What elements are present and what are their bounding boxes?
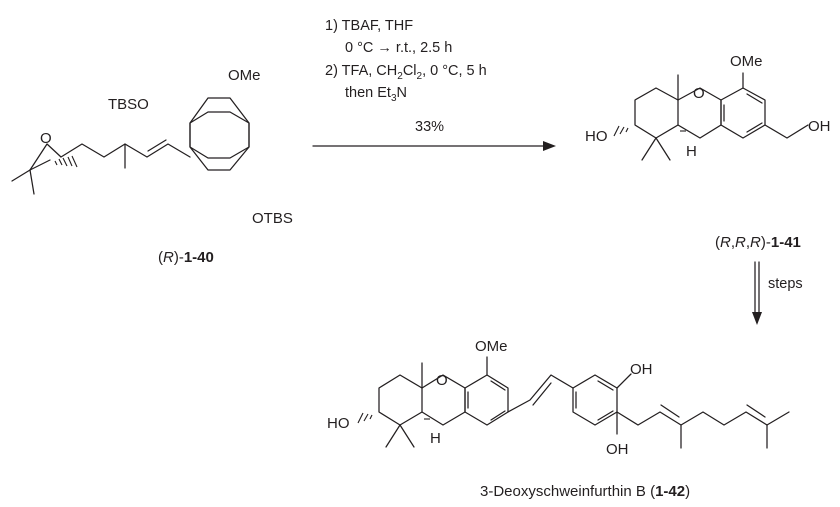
resorcinol-ring bbox=[572, 373, 632, 435]
hashed-stereo-bonds bbox=[357, 412, 430, 424]
oh-bottom-label: OH bbox=[606, 441, 629, 458]
reaction-yield: 33% bbox=[415, 119, 444, 135]
condition-step3: then Et3N bbox=[345, 85, 407, 104]
hashed-stereo-bond bbox=[54, 155, 78, 168]
h-label: H bbox=[430, 430, 441, 447]
tbso-label: TBSO bbox=[108, 96, 149, 113]
compound-label-1-41: (R,R,R)-1-41 bbox=[715, 234, 801, 251]
reaction-arrow-2 bbox=[752, 261, 762, 325]
ring-o-label: O bbox=[693, 85, 705, 102]
aromatic-ring bbox=[189, 97, 250, 171]
tricyclic-core bbox=[634, 72, 809, 161]
tricyclic-core bbox=[378, 356, 509, 448]
ome-label: OMe bbox=[730, 53, 763, 70]
compound-label-1-40: (R)-1-40 bbox=[158, 249, 214, 266]
reaction-arrow-1 bbox=[312, 141, 556, 151]
prenyl-chain bbox=[60, 139, 191, 169]
otbs-label: OTBS bbox=[252, 210, 293, 227]
steps-label: steps bbox=[768, 276, 803, 292]
geranyl-chain bbox=[616, 404, 790, 449]
ome-label: OMe bbox=[228, 67, 261, 84]
epoxide-o-label: O bbox=[40, 130, 52, 147]
h-label: H bbox=[686, 143, 697, 160]
condition-step2: 2) TFA, CH2Cl2, 0 °C, 5 h bbox=[325, 63, 487, 82]
epoxide-ring bbox=[11, 143, 62, 195]
reaction-conditions: 1) TBAF, THF 0 °C → r.t., 2.5 h 2) TFA, … bbox=[325, 18, 487, 135]
condition-step1-temp: 0 °C → r.t., 2.5 h bbox=[345, 40, 452, 56]
ring-o-label: O bbox=[436, 372, 448, 389]
compound-1-41: OMe O HO OH H (R,R,R)-1-41 bbox=[585, 53, 831, 251]
ho-label: HO bbox=[327, 415, 350, 432]
hashed-stereo-bonds bbox=[613, 125, 686, 137]
compound-1-40: OMe TBSO OTBS O (R)-1-40 bbox=[11, 67, 293, 266]
oh-top-label: OH bbox=[630, 361, 653, 378]
compound-1-42: OMe O HO OH OH H 3-Deoxyschweinfurthin B… bbox=[327, 338, 790, 500]
ho-label: HO bbox=[585, 128, 608, 145]
compound-label-1-42: 3-Deoxyschweinfurthin B (1-42) bbox=[480, 483, 690, 500]
stilbene-linker bbox=[507, 374, 574, 413]
condition-step1: 1) TBAF, THF bbox=[325, 18, 413, 34]
ome-label: OMe bbox=[475, 338, 508, 355]
oh-label: OH bbox=[808, 118, 831, 135]
